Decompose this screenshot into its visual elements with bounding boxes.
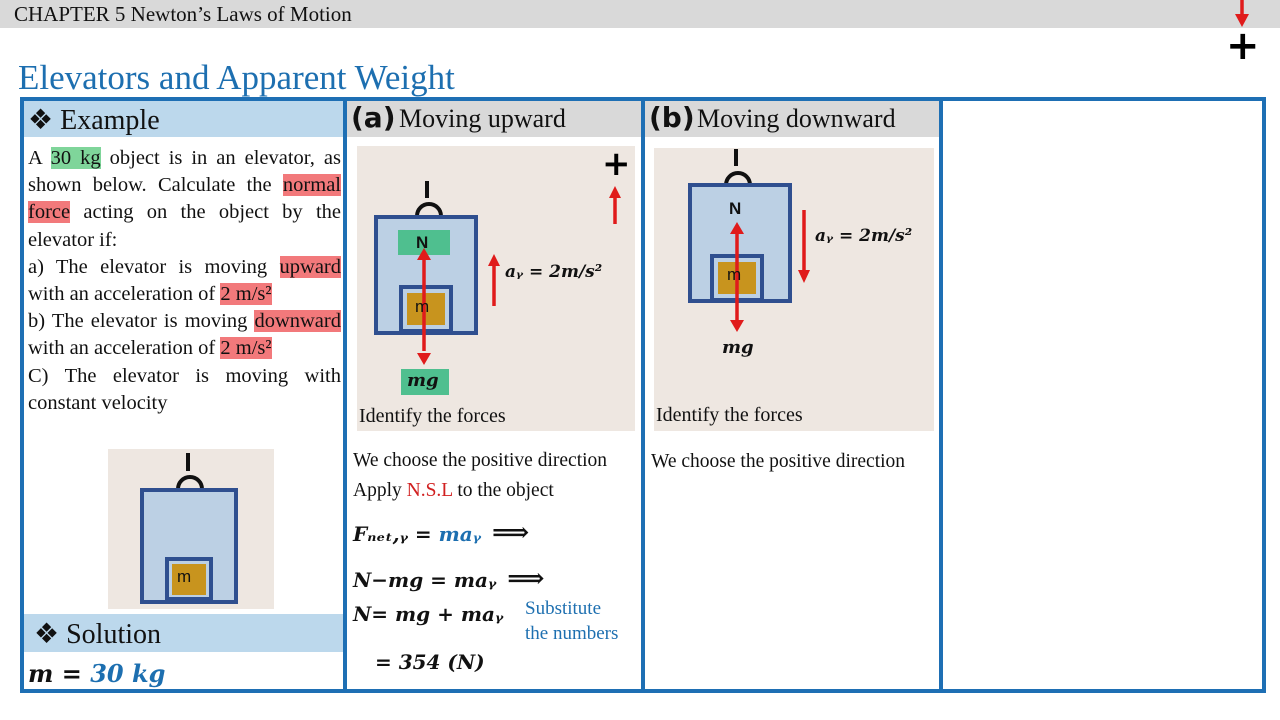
panel-b-header: (b) Moving downward: [645, 101, 939, 137]
substitute-note: Substitute: [525, 598, 602, 619]
chapter-title: CHAPTER 5 Newton’s Laws of Motion: [14, 2, 352, 26]
accel-a-highlight: 2 m/s²: [220, 283, 272, 306]
chapter-bar: CHAPTER 5 Newton’s Laws of Motion: [0, 0, 1280, 28]
mass-equation: m = 30 kg: [28, 659, 166, 688]
substitute-note-2: the numbers: [525, 623, 619, 644]
normal-force-label: N: [416, 233, 429, 252]
panel-a-letter: (a): [351, 101, 396, 134]
panel-a-header: (a) Moving upward: [347, 101, 641, 137]
implies-arrow: ⟹: [507, 564, 545, 594]
mass-label: m: [727, 265, 742, 284]
elevator-figure: m: [108, 449, 274, 609]
solution-header: ❖ Solution: [24, 614, 343, 652]
force-balance-equation: N−mg = maᵧ ⟹: [353, 564, 545, 594]
solution-heading: ❖ Solution: [34, 619, 162, 650]
plus-icon: +: [1226, 23, 1260, 69]
downward-force-diagram: [688, 149, 810, 332]
normal-force-equation: N= mg + maᵧ: [353, 602, 504, 626]
upward-force-diagram: [374, 181, 621, 395]
direction-text: We choose the positive direction: [353, 450, 608, 471]
mass-highlight: 30 kg: [50, 147, 101, 169]
direction-text: We choose the positive direction: [651, 451, 906, 472]
empty-panel: [939, 97, 1266, 693]
figure-caption: Identify the forces: [359, 405, 506, 427]
downward-highlight: downward: [254, 310, 341, 333]
mass-label: m: [415, 297, 430, 316]
plus-sign: +: [602, 144, 631, 184]
panel-downward: (b) Moving downward N m mg aᵧ = 2m/s² Id…: [641, 97, 943, 693]
weight-label: mg: [722, 337, 754, 358]
mass-label: m: [177, 567, 192, 586]
panel-upward: (a) Moving upward + N m mg aᵧ = 2m/s² Id…: [343, 97, 645, 693]
example-panel: ❖ Example A 30 kg object is in an elevat…: [20, 97, 347, 693]
problem-text: A 30 kg object is in an elevator, as sho…: [28, 147, 341, 414]
acceleration-label: aᵧ = 2m/s²: [815, 226, 913, 246]
net-force-equation: Fₙₑₜ,ᵧ = maᵧ ⟹: [353, 518, 530, 548]
upward-figure: + N m mg aᵧ = 2m/s² Identify the forces: [357, 144, 635, 431]
page-title: Elevators and Apparent Weight: [18, 58, 455, 97]
example-header: ❖ Example: [24, 101, 343, 137]
normal-force-label: N: [729, 199, 742, 218]
acceleration-label: aᵧ = 2m/s²: [505, 262, 603, 282]
figure-caption: Identify the forces: [656, 404, 803, 426]
upward-highlight: upward: [279, 255, 341, 278]
nsl-highlight: N.S.L: [406, 480, 453, 501]
example-heading: ❖ Example: [28, 105, 160, 136]
implies-arrow: ⟹: [492, 518, 530, 548]
panel-a-title: Moving upward: [399, 104, 566, 133]
elevator-diagram: [140, 453, 238, 604]
nsl-text: Apply N.S.L to the object: [353, 480, 554, 501]
accel-b-highlight: 2 m/s²: [220, 337, 272, 360]
result-equation: = 354 (N): [375, 650, 485, 674]
panel-b-letter: (b): [649, 101, 695, 134]
weight-label: mg: [407, 370, 439, 391]
panel-b-title: Moving downward: [697, 104, 896, 133]
downward-figure: N m mg aᵧ = 2m/s² Identify the forces: [654, 148, 934, 431]
down-arrow-icon: [1235, 0, 1249, 27]
